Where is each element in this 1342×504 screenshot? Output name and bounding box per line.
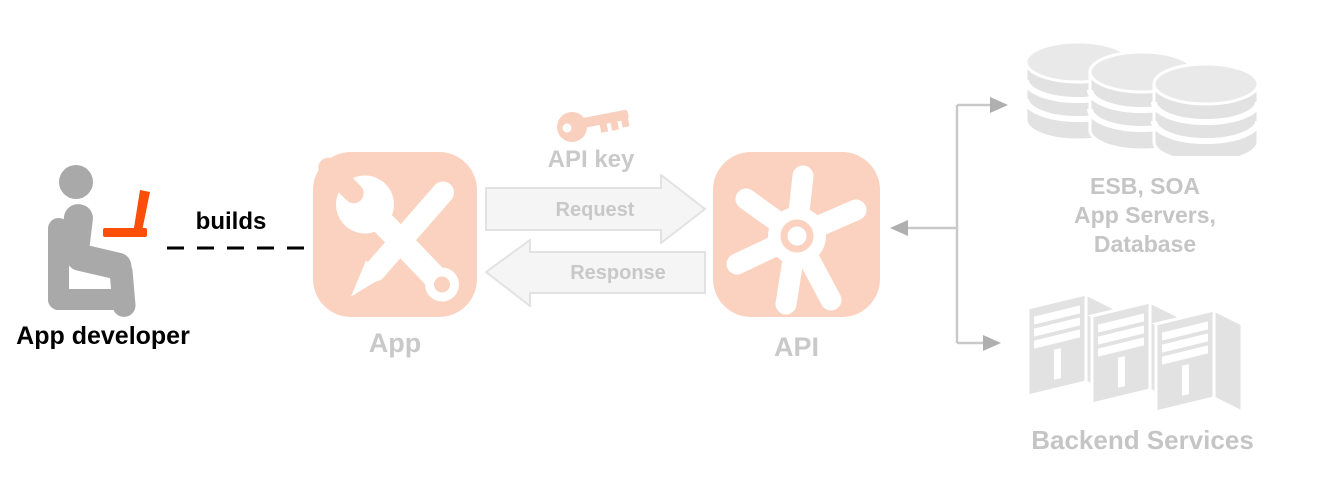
app-label: App: [368, 328, 422, 358]
request-label: Request: [556, 199, 635, 221]
pinwheel-gear-icon: [726, 165, 867, 315]
api-label: API: [773, 332, 819, 362]
backend-services-label: Backend Services: [1031, 425, 1254, 455]
response-arrow: Response: [484, 239, 706, 307]
response-label: Response: [570, 262, 666, 284]
app-node: [313, 152, 477, 317]
builds-dashed-line: [167, 246, 307, 250]
database-stack-icon: [1023, 40, 1260, 156]
api-node: [713, 152, 880, 317]
esb-soa-label: ESB, SOA App Servers, Database: [1035, 172, 1255, 259]
esb-line-3: Database: [1093, 231, 1197, 257]
developer-label: App developer: [16, 322, 190, 350]
api-key-label: API key: [547, 146, 635, 173]
person-at-laptop-icon: [48, 165, 150, 317]
request-arrow: Request: [485, 174, 707, 244]
builds-label: builds: [195, 208, 267, 235]
server-towers-icon: [1026, 291, 1247, 415]
esb-line-1: ESB, SOA: [1090, 173, 1200, 199]
api-backend-connector: [890, 97, 1008, 351]
wrench-and-pencil-icon: [318, 157, 459, 302]
esb-line-2: App Servers,: [1074, 202, 1216, 228]
key-icon: [557, 109, 630, 142]
